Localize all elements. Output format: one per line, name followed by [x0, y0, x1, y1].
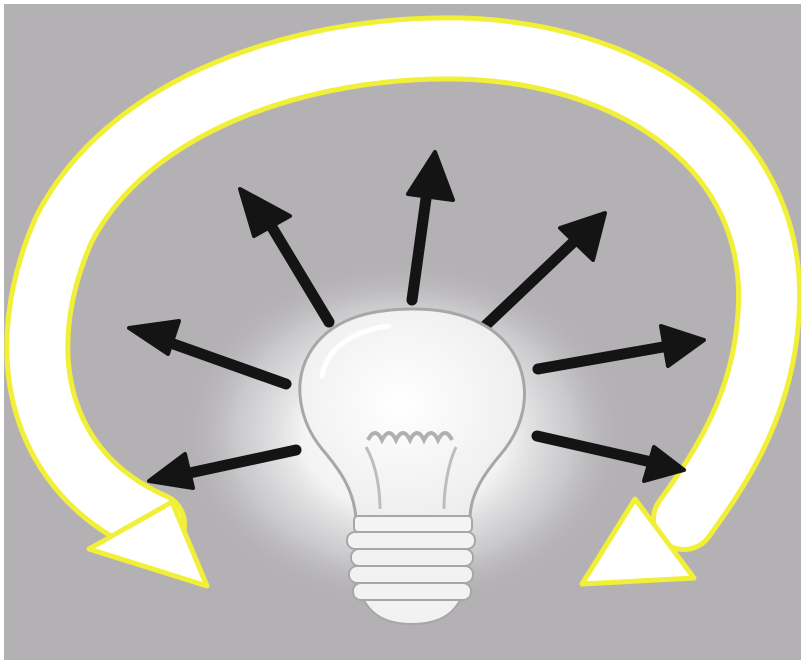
bulb-screw-base	[347, 532, 475, 624]
bulb-base-collar	[354, 516, 472, 532]
lightbulb-illustration	[4, 4, 801, 660]
illustration-panel	[4, 4, 801, 660]
